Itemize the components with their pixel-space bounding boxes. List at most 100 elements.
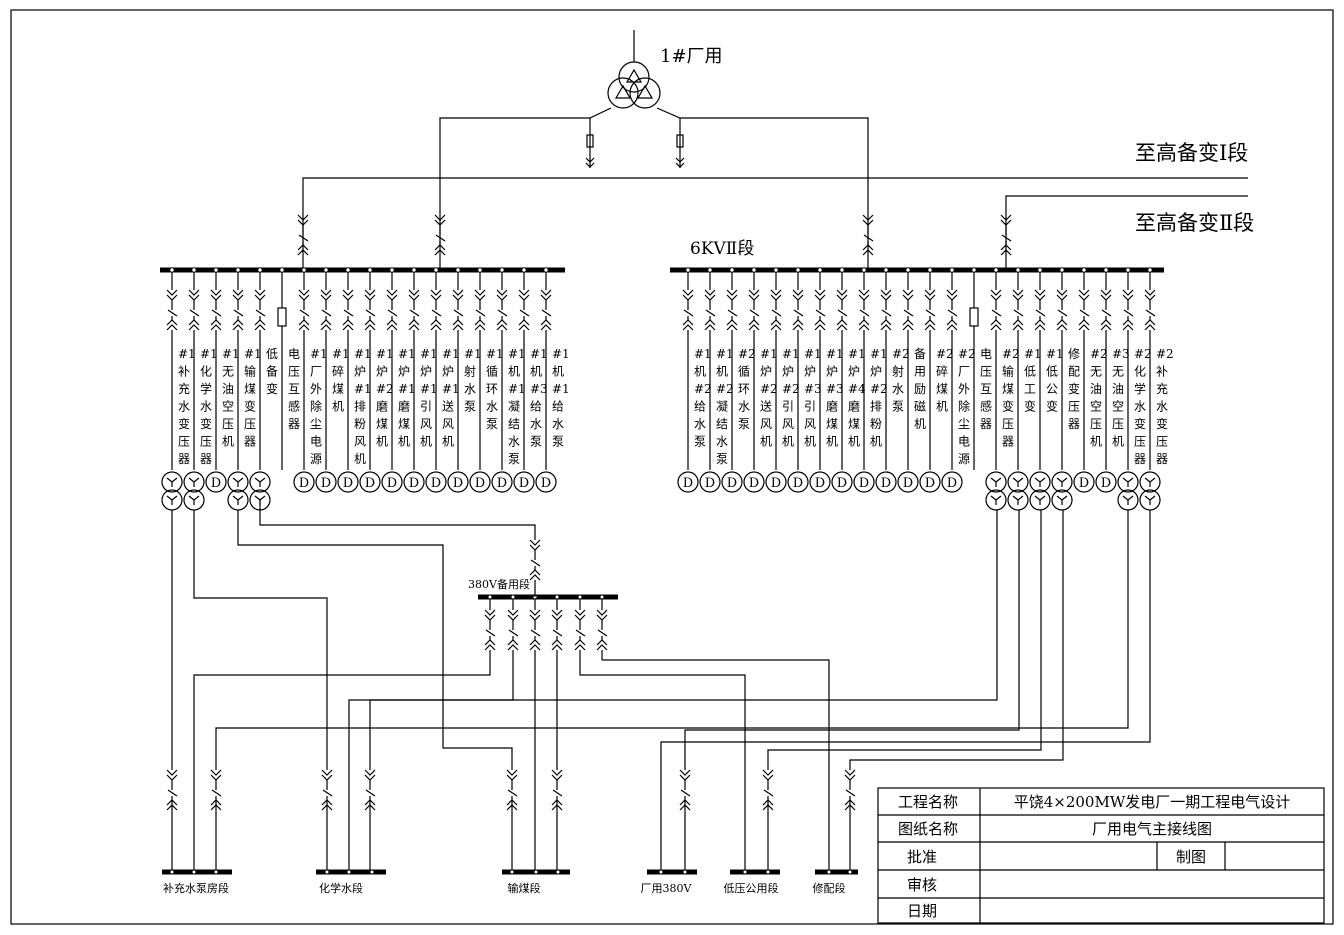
motor-icon bbox=[941, 471, 963, 493]
breaker-icon bbox=[452, 289, 464, 331]
feeder-label: 修配变压器 bbox=[1068, 346, 1080, 431]
bus2-feeder-10: 备用励磁机 bbox=[897, 267, 926, 493]
breaker-icon bbox=[682, 289, 694, 331]
motor-icon bbox=[535, 471, 557, 493]
breaker-icon bbox=[1100, 289, 1112, 331]
tb-date-label: 日期 bbox=[907, 902, 937, 920]
lv-bus-label: 厂用380V bbox=[641, 882, 693, 895]
breaker-icon bbox=[529, 539, 541, 581]
breaker-icon bbox=[1012, 289, 1024, 331]
tb-approve-label: 批准 bbox=[907, 848, 937, 866]
transformer-icon bbox=[1139, 471, 1161, 511]
motor-icon bbox=[831, 471, 853, 493]
transformer-icon bbox=[1007, 471, 1029, 511]
breaker-icon bbox=[540, 289, 552, 331]
breaker-icon bbox=[1034, 289, 1046, 331]
motor-icon bbox=[897, 471, 919, 493]
to-standby-section-1-label: 至高备变Ⅰ段 bbox=[1135, 141, 1248, 165]
breaker-icon bbox=[1078, 289, 1090, 331]
motor-icon bbox=[337, 471, 359, 493]
motor-icon bbox=[205, 471, 227, 493]
motor-icon bbox=[315, 471, 337, 493]
to-standby-section-2-label: 至高备变Ⅱ段 bbox=[1135, 211, 1254, 235]
breaker-icon bbox=[342, 289, 354, 331]
motor-icon bbox=[469, 471, 491, 493]
bus2-feeder-17: 修配变压器 bbox=[1051, 267, 1080, 511]
bus1-feeder-4: 低备变 bbox=[249, 267, 278, 511]
breaker-icon bbox=[430, 289, 442, 331]
lv-bus-label: 低压公用段 bbox=[724, 881, 779, 895]
breaker-icon bbox=[596, 609, 608, 651]
breaker-icon bbox=[529, 609, 541, 651]
motor-icon bbox=[491, 471, 513, 493]
breaker-icon bbox=[166, 289, 178, 331]
breaker-icon bbox=[298, 289, 310, 331]
lv-bus-label: 修配段 bbox=[813, 881, 846, 895]
motor-icon bbox=[359, 471, 381, 493]
standby-bus-feeders bbox=[259, 500, 608, 660]
motor-icon bbox=[1095, 471, 1117, 493]
tb-project-label: 工程名称 bbox=[898, 793, 958, 811]
transformer-icon bbox=[985, 471, 1007, 511]
breaker-icon bbox=[836, 289, 848, 331]
feeder-label: 电压互感器 bbox=[980, 347, 992, 431]
tb-project-value: 平饶4×200MW发电厂一期工程电气设计 bbox=[1014, 793, 1291, 811]
motor-icon bbox=[721, 471, 743, 493]
motor-icon bbox=[809, 471, 831, 493]
motor-icon bbox=[425, 471, 447, 493]
breaker-icon bbox=[792, 289, 804, 331]
transformer-icon bbox=[1029, 471, 1051, 511]
breaker-icon bbox=[210, 289, 222, 331]
fuse-icon bbox=[277, 307, 287, 327]
lv-bus-label: 输煤段 bbox=[508, 881, 541, 895]
tb-review-label: 审核 bbox=[907, 876, 937, 894]
breaker-icon bbox=[880, 289, 892, 331]
motor-icon bbox=[677, 471, 699, 493]
motor-icon bbox=[403, 471, 425, 493]
motor-icon bbox=[381, 471, 403, 493]
breaker-icon bbox=[551, 609, 563, 651]
motor-icon bbox=[293, 471, 315, 493]
